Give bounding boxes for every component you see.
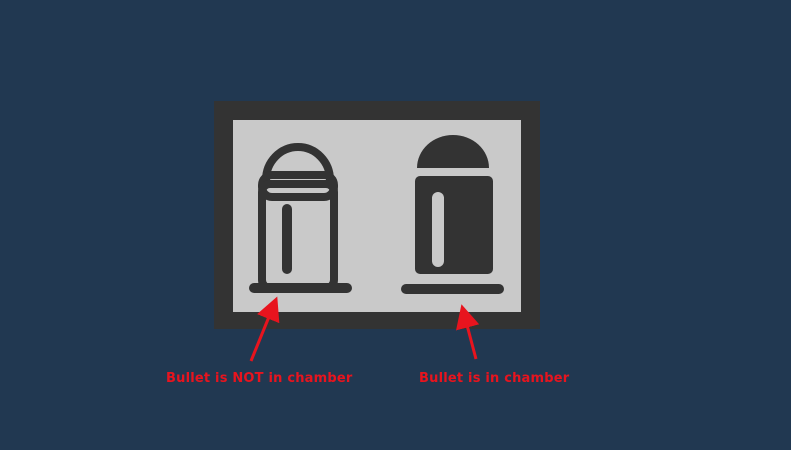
bullet-base xyxy=(401,284,504,294)
ammo-indicator xyxy=(214,101,540,329)
caption-in-chamber: Bullet is in chamber xyxy=(419,371,570,386)
caption-not-in-chamber: Bullet is NOT in chamber xyxy=(166,371,353,386)
empty-bullet-outline-icon xyxy=(249,143,352,293)
annotation-arrow-right xyxy=(456,304,480,360)
bullet-highlight xyxy=(432,192,444,267)
bullet-base xyxy=(249,283,352,293)
annotation-arrow-left xyxy=(249,296,280,362)
bullet-highlight xyxy=(282,204,292,274)
filled-bullet-icon xyxy=(401,135,504,294)
